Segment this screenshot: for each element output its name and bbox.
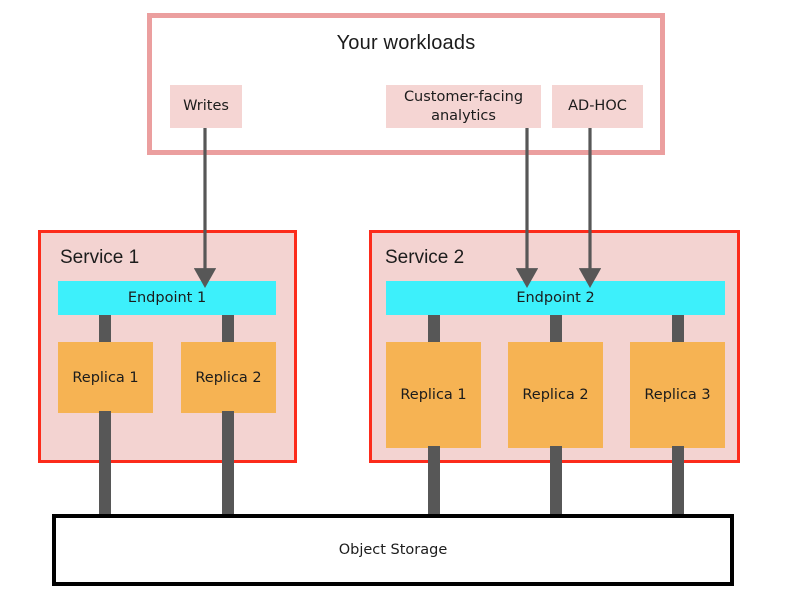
workloads-title: Your workloads <box>336 32 476 54</box>
service-1-replica-1[interactable]: Replica 1 <box>58 342 153 413</box>
connector-service2-replica2-storage <box>550 446 562 516</box>
connector-endpoint1-replica2 <box>222 315 234 344</box>
connector-endpoint2-replica1 <box>428 315 440 344</box>
connector-service1-replica2-storage <box>222 411 234 516</box>
workload-chip-writes[interactable]: Writes <box>170 85 242 128</box>
connector-service2-replica3-storage <box>672 446 684 516</box>
service-2-replica-2[interactable]: Replica 2 <box>508 342 603 448</box>
workload-chip-ad-hoc[interactable]: AD-HOC <box>552 85 643 128</box>
object-storage-box: Object Storage <box>52 514 734 586</box>
connector-endpoint2-replica2 <box>550 315 562 344</box>
workloads-container <box>147 13 665 155</box>
connector-service2-replica1-storage <box>428 446 440 516</box>
service-2-replica-3[interactable]: Replica 3 <box>630 342 725 448</box>
service-1-endpoint[interactable]: Endpoint 1 <box>58 281 276 315</box>
service-1-title: Service 1 <box>60 247 140 268</box>
connector-endpoint2-replica3 <box>672 315 684 344</box>
service-2-title: Service 2 <box>385 247 465 268</box>
connector-service1-replica1-storage <box>99 411 111 516</box>
workload-chip-customer-facing-analytics[interactable]: Customer-facing analytics <box>386 85 541 128</box>
service-2-replica-1[interactable]: Replica 1 <box>386 342 481 448</box>
service-2-endpoint[interactable]: Endpoint 2 <box>386 281 725 315</box>
connector-endpoint1-replica1 <box>99 315 111 344</box>
service-1-replica-2[interactable]: Replica 2 <box>181 342 276 413</box>
